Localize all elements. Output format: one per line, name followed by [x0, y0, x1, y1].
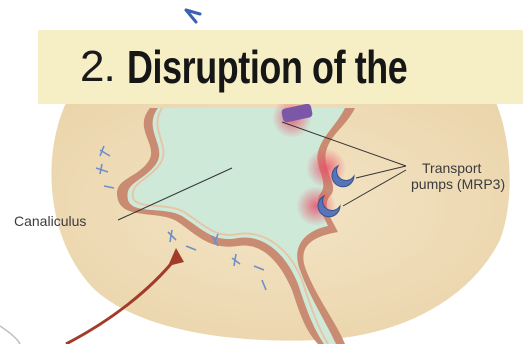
pumps-label: pumps (MRP3) [411, 176, 505, 192]
pump-glow-2 [296, 186, 336, 226]
top-arrow-icon [186, 10, 200, 22]
page-title: Disruption of the [127, 40, 407, 94]
title-banner: 2. Disruption of the [38, 30, 523, 104]
canaliculus-label: Canaliculus [14, 213, 86, 229]
bottom-left-fragment [0, 326, 20, 344]
title-number: 2. [80, 42, 115, 92]
transport-label: Transport [422, 160, 481, 176]
